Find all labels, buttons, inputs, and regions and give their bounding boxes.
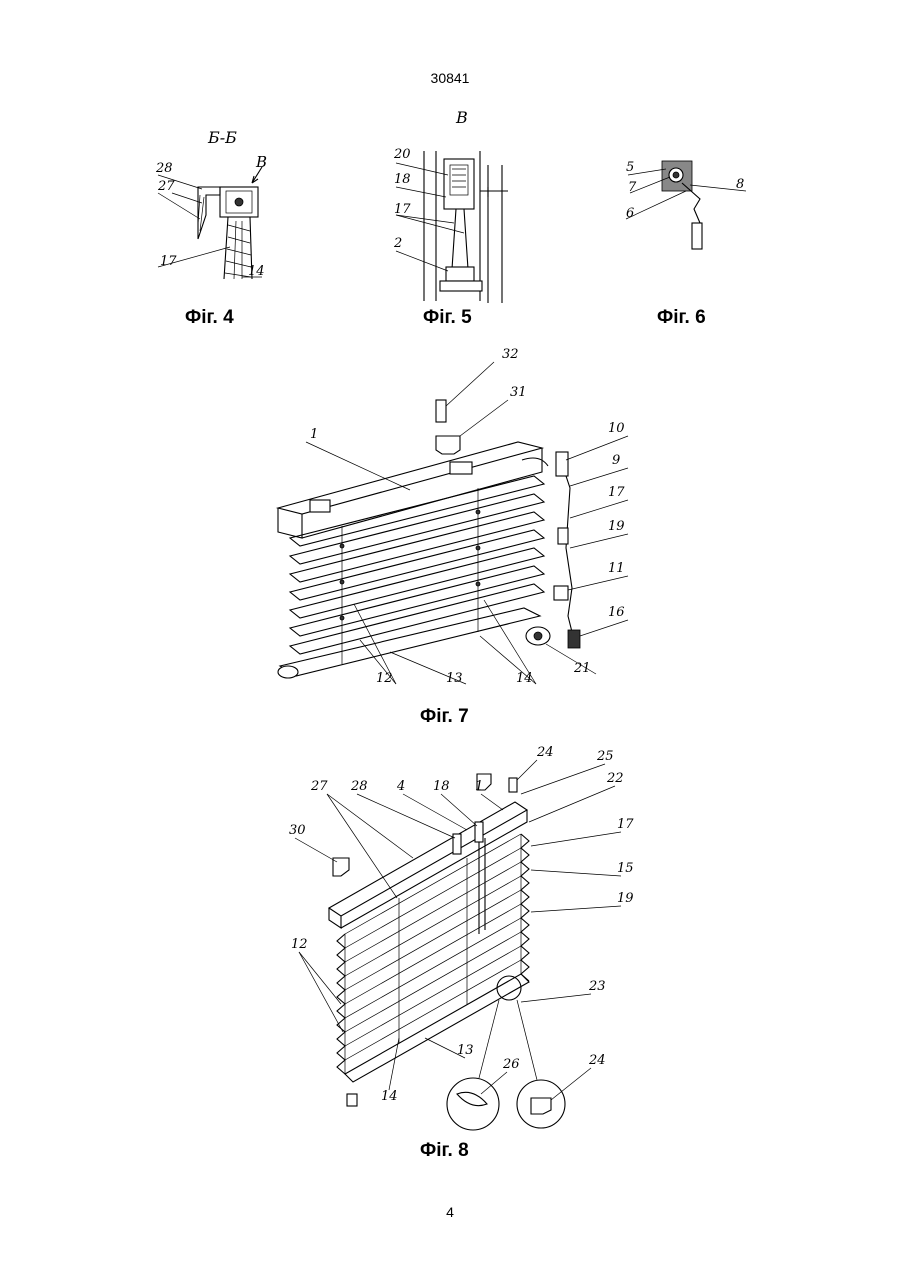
figure-5-drawing: В 20 18 17 2 [388,105,528,305]
fig5-label-18: 18 [394,172,411,187]
fig8-label-15: 15 [617,861,634,876]
fig5-label-17: 17 [394,202,411,217]
figure-7-caption: Фіг. 7 [420,706,469,728]
fig7-label-31: 31 [510,385,527,400]
figure-5-caption: Фіг. 5 [423,307,472,329]
fig7-label-19: 19 [608,519,625,534]
fig8-label-22: 22 [606,771,624,786]
fig8-label-26: 26 [502,1057,520,1072]
fig5-view-letter: В [455,108,468,127]
fig7-label-1: 1 [310,427,318,442]
fig8-label-17: 17 [617,817,634,832]
fig4-label-14: 14 [248,264,265,279]
fig8-label-25: 25 [596,749,614,764]
fig7-label-10: 10 [608,421,625,436]
figure-6-caption: Фіг. 6 [657,307,706,329]
fig4-label-27: 27 [157,179,175,194]
fig8-label-24b: 24 [588,1053,606,1068]
fig4-label-28: 28 [155,161,173,176]
fig6-label-6: 6 [626,206,634,221]
fig7-label-32: 32 [502,347,519,362]
fig8-label-24a: 24 [536,745,554,760]
fig4-section-label: Б-Б [207,128,237,147]
fig8-label-28: 28 [350,779,368,794]
fig7-label-12: 12 [376,671,393,686]
fig8-label-13: 13 [457,1043,474,1058]
fig7-label-17: 17 [608,485,625,500]
figure-7-drawing: 32 31 1 10 9 17 19 11 16 21 12 13 14 [270,340,640,690]
page-number: 4 [0,1204,900,1220]
fig6-label-7: 7 [628,180,637,195]
fig8-label-4: 4 [396,779,405,794]
fig6-label-8: 8 [736,177,744,192]
fig7-label-16: 16 [608,605,625,620]
figure-8-drawing: 24 25 22 27 28 4 18 1 17 15 30 19 12 23 … [285,738,645,1138]
fig7-label-11: 11 [608,561,625,576]
fig8-label-23: 23 [588,979,606,994]
fig8-label-27: 27 [310,779,328,794]
figure-6-drawing: 5 7 6 8 [620,155,760,255]
fig4-label-17: 17 [160,254,177,269]
fig7-label-21: 21 [573,661,591,676]
document-number: 30841 [0,70,900,86]
figure-8-caption: Фіг. 8 [420,1140,469,1162]
fig7-label-14: 14 [516,671,533,686]
fig8-label-18: 18 [433,779,450,794]
fig7-label-13: 13 [446,671,463,686]
fig8-label-12: 12 [291,937,308,952]
fig5-label-2: 2 [393,236,402,251]
fig6-label-5: 5 [626,160,634,175]
fig7-label-9: 9 [612,453,620,468]
fig8-label-30: 30 [289,823,306,838]
fig5-label-20: 20 [393,147,411,162]
fig8-label-14: 14 [381,1089,398,1104]
fig8-label-1: 1 [475,779,483,794]
figure-4-drawing: Б-Б В 28 27 17 14 [150,125,280,285]
fig8-label-19: 19 [617,891,634,906]
figure-4-caption: Фіг. 4 [185,307,234,329]
